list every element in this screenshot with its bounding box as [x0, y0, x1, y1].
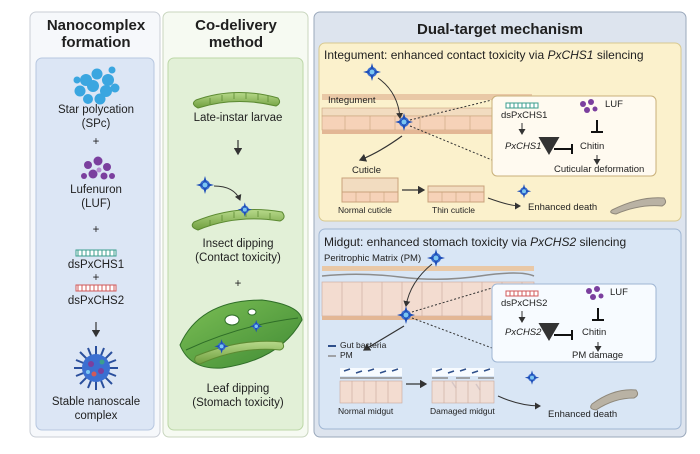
- legend-pm: PM: [340, 350, 353, 360]
- luf-label: Lufenuron: [70, 184, 122, 196]
- midgut-heading-post: silencing: [576, 235, 627, 249]
- luf-abbrev: (LUF): [81, 198, 111, 210]
- inset-chitin-2: Chitin: [582, 327, 607, 338]
- panel-1-title-text: Nanocomplex formation: [46, 17, 146, 51]
- contact-sub: (Contact toxicity): [195, 252, 281, 264]
- spc-abbrev: (SPc): [81, 118, 111, 130]
- dspxchs2-icon: [75, 284, 117, 292]
- inset-ds-2: dsPxCHS2: [501, 298, 548, 309]
- plus-1: +: [92, 136, 100, 148]
- late-instar-larva-icon: [192, 92, 281, 109]
- inset-luf-1: LUF: [605, 99, 623, 110]
- panel-3-title: Dual-target mechanism: [417, 21, 583, 38]
- star-polycation-icon: [73, 66, 120, 105]
- to-death-arrow-2: [497, 395, 541, 410]
- inset-gene-1: PxCHS1: [505, 141, 542, 152]
- panel-1-title: Nanocomplex formation: [41, 17, 151, 51]
- plus-3: +: [92, 272, 100, 284]
- panel-2-title: Co-delivery method: [186, 17, 286, 51]
- dspxchs2-inset-icon: [505, 290, 539, 297]
- plus-2: +: [92, 224, 100, 236]
- panel-1-inner: [35, 57, 155, 431]
- inset-effect-2: PM damage: [572, 350, 624, 361]
- dspxchs1-label: dsPxCHS1: [67, 259, 125, 271]
- integument-inset: [491, 95, 657, 177]
- normal-cuticle-label: Normal cuticle: [338, 205, 392, 215]
- midgut-zoom-lines: [411, 287, 493, 349]
- dead-larva-icon-1: [610, 197, 667, 215]
- inhibit-luf-1: [591, 120, 603, 133]
- thin-cuticle-label: Thin cuticle: [432, 205, 475, 215]
- stomach-label: Leaf dipping: [206, 383, 270, 395]
- integument-heading-pre: Integument: enhanced contact toxicity vi…: [324, 48, 548, 62]
- integument-death-label: Enhanced death: [528, 202, 598, 213]
- legend-gut-bacteria: Gut bacteria: [340, 340, 387, 350]
- to-midgut-arrow: [362, 325, 405, 351]
- inset-effect-1: Cuticular deformation: [554, 164, 645, 175]
- midgut-heading-gene: PxCHS2: [530, 235, 577, 249]
- stable-label: Stable nanoscale: [51, 396, 141, 408]
- integument-heading: Integument: enhanced contact toxicity vi…: [324, 48, 644, 62]
- inset-gene-2: PxCHS2: [505, 327, 542, 338]
- midgut-heading: Midgut: enhanced stomach toxicity via Px…: [324, 235, 627, 249]
- zoom-lines: [409, 99, 493, 161]
- midgut-penetration-arrow: [403, 263, 433, 307]
- nanocomplex-icon: [74, 346, 118, 390]
- midgut-heading-pre: Midgut: enhanced stomach toxicity via: [324, 235, 531, 249]
- pm-label: Peritrophic Matrix (PM): [324, 253, 422, 264]
- to-death-arrow-1: [487, 197, 521, 210]
- inset-ds-1: dsPxCHS1: [501, 110, 548, 121]
- thin-cuticle-icon: [427, 185, 485, 203]
- midgut-death-label: Enhanced death: [548, 409, 618, 420]
- dspxchs2-label: dsPxCHS2: [67, 295, 125, 307]
- integument-tissue-label: Integument: [328, 95, 376, 106]
- dspxchs1-icon: [75, 249, 117, 257]
- cuticle-label: Cuticle: [352, 165, 382, 176]
- plus-method: +: [234, 278, 242, 290]
- dspxchs1-inset-icon: [505, 102, 539, 109]
- inhibit-luf-2: [592, 308, 604, 321]
- larvae-label: Late-instar larvae: [193, 112, 283, 124]
- penetration-arrow: [377, 77, 404, 119]
- dip-arrow: [213, 185, 242, 201]
- leaf-with-larva-icon: [179, 299, 303, 369]
- inset-luf-2: LUF: [610, 287, 628, 298]
- damaged-midgut-label: Damaged midgut: [430, 406, 495, 416]
- integument-heading-post: silencing: [593, 48, 644, 62]
- spc-label: Star polycation: [57, 104, 135, 116]
- inset-chitin-1: Chitin: [580, 141, 605, 152]
- normal-cuticle-icon: [341, 177, 399, 203]
- damaged-midgut-icon: [431, 368, 495, 404]
- complex-label: complex: [74, 410, 118, 422]
- panel-2-title-text: Co-delivery method: [195, 17, 277, 51]
- dead-larva-icon-2: [590, 389, 639, 411]
- dipped-larva-icon: [191, 202, 285, 231]
- lufenuron-icon: [81, 156, 115, 180]
- normal-midgut-label: Normal midgut: [338, 406, 394, 416]
- luf-inset-icon-2: [586, 286, 604, 300]
- normal-midgut-icon: [339, 368, 403, 404]
- to-cuticle-arrow: [358, 135, 403, 162]
- contact-label: Insect dipping: [202, 238, 274, 250]
- integument-heading-gene: PxCHS1: [547, 48, 594, 62]
- luf-inset-icon-1: [580, 99, 598, 113]
- stomach-sub: (Stomach toxicity): [192, 397, 284, 409]
- midgut-inset: [491, 283, 657, 363]
